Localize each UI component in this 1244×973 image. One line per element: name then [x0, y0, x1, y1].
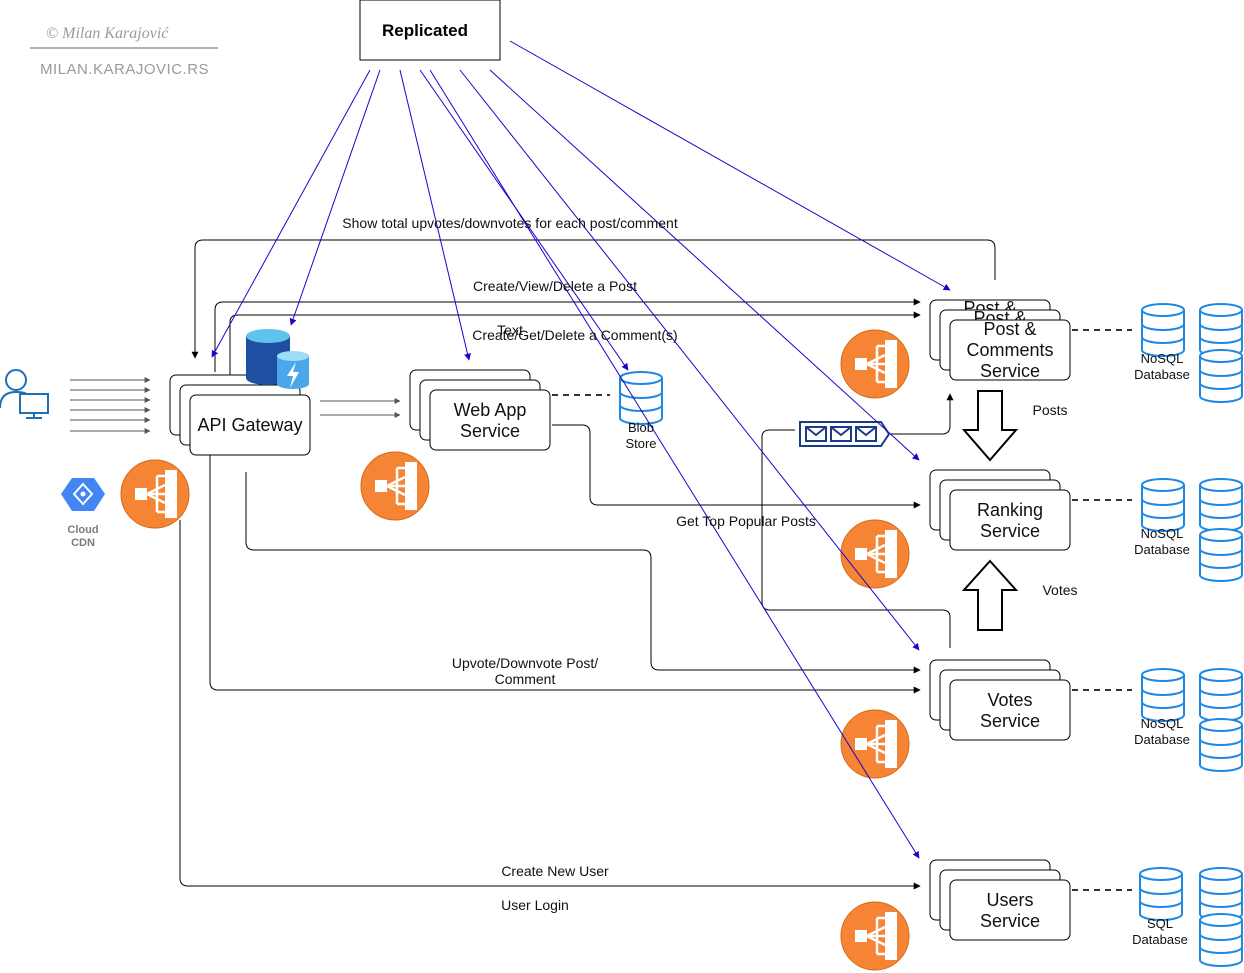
replication-arrows	[211, 40, 951, 859]
database-icon	[1199, 528, 1243, 582]
load-balancer-icon	[359, 450, 431, 522]
database-icon	[1141, 303, 1185, 357]
load-balancer-icon	[839, 900, 911, 972]
post-database-group[interactable]: NoSQL Database	[1072, 303, 1243, 403]
votes-label-2: Service	[980, 711, 1040, 731]
users-db-label-1: SQL	[1147, 916, 1173, 931]
cloud-cdn-icon: Cloud CDN	[61, 478, 105, 549]
load-balancer-icon	[839, 708, 911, 780]
show-total-label: Show total upvotes/downvotes for each po…	[342, 215, 678, 231]
votes-service-stack[interactable]: Votes Service	[929, 659, 1071, 741]
connectors	[179, 239, 996, 890]
post-comments-service-stack[interactable]: Post & Post & Post & Comments Service	[929, 298, 1071, 381]
post-db-label-1: NoSQL	[1141, 351, 1184, 366]
database-icon	[1141, 668, 1185, 722]
database-icon	[1199, 349, 1243, 403]
cdn-label-1: Cloud	[67, 524, 98, 536]
post-db-label-2: Database	[1134, 367, 1190, 382]
api-gateway-label: API Gateway	[197, 415, 302, 435]
ranking-database-group[interactable]: NoSQL Database	[1072, 478, 1243, 582]
user-login-label: User Login	[501, 897, 569, 913]
load-balancer-icon	[839, 328, 911, 400]
blob-store[interactable]: Blob Store	[619, 371, 663, 451]
posts-label: Posts	[1032, 402, 1067, 418]
create-post-label: Create/View/Delete a Post	[473, 278, 637, 294]
message-queue-icon	[799, 421, 891, 447]
votes-label-1: Votes	[987, 690, 1032, 710]
database-icon	[1199, 478, 1243, 532]
users-database-group[interactable]: SQL Database	[1072, 867, 1243, 967]
user-traffic-arrows	[70, 377, 151, 434]
get-top-label: Get Top Popular Posts	[676, 513, 816, 529]
users-service-stack[interactable]: Users Service	[929, 859, 1071, 941]
web-app-service-stack[interactable]: Web App Service	[409, 369, 551, 451]
blob-label-1: Blob	[628, 420, 654, 435]
ranking-db-label-2: Database	[1134, 542, 1190, 557]
cdn-label-2: CDN	[71, 537, 95, 549]
web-app-label-2: Service	[460, 421, 520, 441]
database-icon	[1199, 913, 1243, 967]
database-icon	[619, 371, 663, 425]
web-app-label-1: Web App	[454, 400, 527, 420]
api-gateway-stack[interactable]: API Gateway	[169, 374, 311, 456]
redis-cache-icon	[246, 329, 309, 389]
votes-db-label-1: NoSQL	[1141, 716, 1184, 731]
database-icon	[1139, 867, 1183, 921]
blob-label-2: Store	[625, 436, 656, 451]
post-label-1: Post &	[983, 319, 1036, 339]
load-balancer-icon	[839, 518, 911, 590]
replicated-label: Replicated	[382, 21, 468, 40]
upvote-label-2: Comment	[495, 671, 556, 687]
post-label-2: Comments	[966, 340, 1053, 360]
post-label-3: Service	[980, 361, 1040, 381]
votes-database-group[interactable]: NoSQL Database	[1072, 668, 1243, 772]
watermark: © Milan Karajović MILAN.KARAJOVIC.RS	[30, 25, 218, 78]
users-db-label-2: Database	[1132, 932, 1188, 947]
users-label-1: Users	[986, 890, 1033, 910]
database-icon	[1199, 867, 1243, 921]
votes-db-label-2: Database	[1134, 732, 1190, 747]
ranking-service-stack[interactable]: Ranking Service	[929, 469, 1071, 551]
votes-flow-label: Votes	[1042, 582, 1077, 598]
upvote-label-1: Upvote/Downvote Post/	[452, 655, 598, 671]
users-label-2: Service	[980, 911, 1040, 931]
database-icon	[1199, 668, 1243, 722]
create-user-label: Create New User	[501, 863, 609, 879]
ranking-label-2: Service	[980, 521, 1040, 541]
replicated-box[interactable]: Replicated	[359, 0, 501, 61]
user-computer-icon	[0, 369, 49, 419]
database-icon	[1141, 478, 1185, 532]
create-comment-label: Create/Get/Delete a Comment(s)	[472, 327, 677, 343]
database-icon	[1199, 303, 1243, 357]
posts-flow-arrow	[961, 390, 1019, 462]
watermark-site: MILAN.KARAJOVIC.RS	[40, 61, 209, 78]
load-balancer-icon	[119, 458, 191, 530]
database-icon	[1199, 718, 1243, 772]
text-label: Text	[497, 322, 523, 338]
ranking-db-label-1: NoSQL	[1141, 526, 1184, 541]
votes-flow-arrow	[961, 559, 1019, 631]
ranking-label-1: Ranking	[977, 500, 1043, 520]
watermark-author: © Milan Karajović	[46, 25, 169, 42]
